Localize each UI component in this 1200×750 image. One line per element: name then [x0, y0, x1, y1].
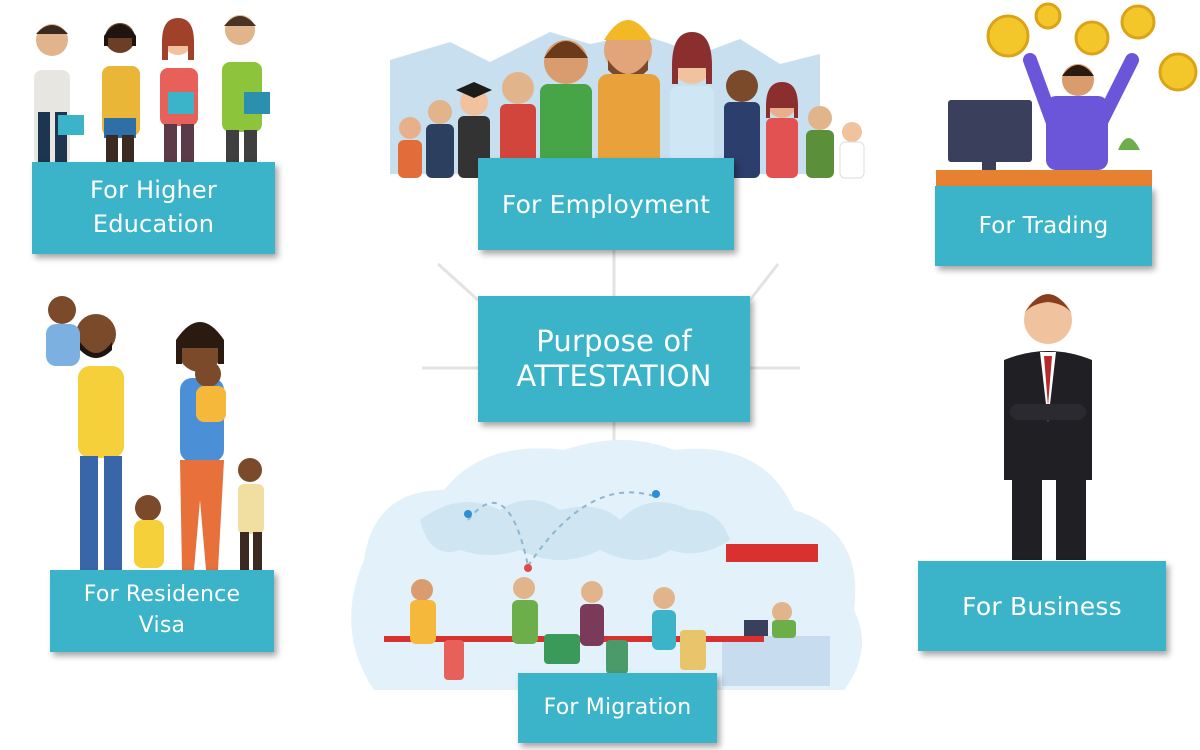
purpose-box-migration: For Migration [518, 673, 717, 743]
center-label-line2: ATTESTATION [516, 359, 712, 393]
businessman-illustration [1004, 294, 1092, 560]
purpose-box-employment: For Employment [478, 158, 734, 250]
business-label: For Business [962, 591, 1122, 621]
higher-education-label-line2: Education [92, 210, 215, 238]
workers-illustration [390, 20, 865, 179]
purpose-box-residence-visa: For Residence Visa [50, 570, 274, 652]
center-label-line1: Purpose of [536, 324, 692, 359]
family-illustration [46, 296, 264, 570]
migration-illustration [351, 440, 862, 690]
higher-education-label-line1: For Higher [90, 176, 217, 205]
residence-visa-label-line2: Visa [138, 613, 186, 638]
purpose-box-higher-education: For Higher Education [32, 162, 275, 254]
employment-label: For Employment [501, 189, 711, 219]
purpose-box-business: For Business [918, 561, 1166, 651]
trading-label: For Trading [978, 212, 1109, 239]
residence-visa-label-line1: For Residence [83, 582, 241, 608]
purpose-box-trading: For Trading [935, 186, 1152, 266]
center-box-purpose-of-attestation: Purpose of ATTESTATION [478, 296, 750, 422]
migration-label: For Migration [543, 694, 692, 720]
trader-illustration [936, 2, 1198, 186]
students-illustration [34, 15, 270, 165]
connector-lines [422, 250, 800, 470]
